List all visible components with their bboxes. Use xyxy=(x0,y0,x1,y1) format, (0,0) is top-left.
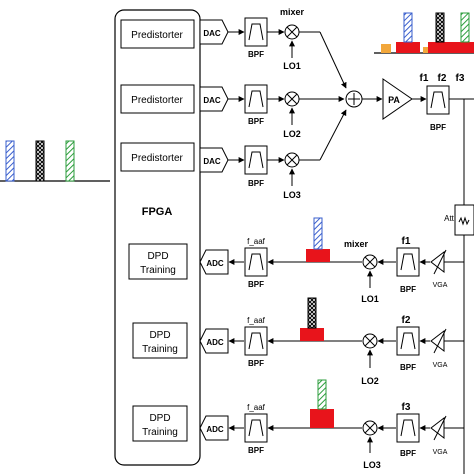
rx-chain-1: ADC f_aaf BPF mixer LO1 f1 BPF VGA xyxy=(199,217,464,304)
dac-label: DAC xyxy=(203,29,221,38)
dac-label: DAC xyxy=(203,96,221,105)
tx-chain-3: DAC BPF LO3 xyxy=(199,109,347,200)
input-spectrum xyxy=(0,140,110,182)
lo-label: LO2 xyxy=(361,376,379,386)
f1-label: f1 xyxy=(402,236,411,247)
adc-label: ADC xyxy=(206,425,224,434)
bpf-label: BPF xyxy=(248,117,264,126)
training-label: Training xyxy=(142,427,178,438)
dac-label: DAC xyxy=(203,157,221,166)
f-aaf-label: f_aaf xyxy=(247,237,266,246)
bpf-label: BPF xyxy=(400,449,416,458)
pa-label: PA xyxy=(388,95,400,105)
vga-label: VGA xyxy=(433,282,448,289)
bpf-label: BPF xyxy=(248,50,264,59)
dpd-training-3: DPD Training xyxy=(132,405,188,442)
dpd-training-2: DPD Training xyxy=(132,322,188,359)
output-bpf: BPF xyxy=(426,85,450,132)
bpf-label: BPF xyxy=(400,363,416,372)
predistorter-2: Predistorter xyxy=(120,84,195,114)
freq-f2-label: f2 xyxy=(438,73,447,84)
dpd-training-1: DPD Training xyxy=(128,243,188,280)
bpf-label: BPF xyxy=(248,359,264,368)
output-spectrum xyxy=(374,12,474,54)
tx-chain-2: DAC BPF LO2 xyxy=(199,84,345,139)
dpd-label: DPD xyxy=(149,330,170,341)
fpga-label: FPGA xyxy=(142,206,173,218)
lo-label: LO3 xyxy=(283,190,301,200)
mixer-label: mixer xyxy=(280,7,305,17)
freq-f3-label: f3 xyxy=(456,73,465,84)
bpf-label: BPF xyxy=(248,280,264,289)
predistorter-label: Predistorter xyxy=(131,95,183,106)
f-aaf-label: f_aaf xyxy=(247,316,266,325)
f2-label: f2 xyxy=(402,315,411,326)
bpf-label: BPF xyxy=(248,179,264,188)
mixer-label: mixer xyxy=(344,239,369,249)
power-amplifier: PA xyxy=(382,78,413,120)
training-label: Training xyxy=(142,344,178,355)
adc-label: ADC xyxy=(206,338,224,347)
freq-f1-label: f1 xyxy=(420,73,429,84)
bpf-label: BPF xyxy=(400,285,416,294)
vga-label: VGA xyxy=(433,362,448,369)
bpf-label: BPF xyxy=(430,123,446,132)
dpd-label: DPD xyxy=(147,251,168,262)
lo-label: LO3 xyxy=(363,460,381,470)
training-label: Training xyxy=(140,265,176,276)
predistorter-label: Predistorter xyxy=(131,30,183,41)
combiner xyxy=(345,90,363,108)
lo-label: LO2 xyxy=(283,129,301,139)
predistorter-label: Predistorter xyxy=(131,153,183,164)
f-aaf-label: f_aaf xyxy=(247,403,266,412)
f3-label: f3 xyxy=(402,402,411,413)
lo-label: LO1 xyxy=(361,294,379,304)
predistorter-3: Predistorter xyxy=(120,142,195,172)
vga-label: VGA xyxy=(433,449,448,456)
rx-chain-2: ADC f_aaf BPF LO2 f2 BPF VGA xyxy=(199,297,464,386)
tx-chain-1: DAC BPF mixer LO1 xyxy=(199,7,347,89)
fpga-block xyxy=(114,9,201,466)
attenuator: Att xyxy=(444,204,474,236)
rx-chain-3: ADC f_aaf BPF LO3 f3 BPF VGA xyxy=(199,379,464,470)
dpd-label: DPD xyxy=(149,413,170,424)
att-label: Att xyxy=(444,214,455,223)
predistorter-1: Predistorter xyxy=(120,19,195,49)
bpf-label: BPF xyxy=(248,446,264,455)
lo-label: LO1 xyxy=(283,61,301,71)
adc-label: ADC xyxy=(206,259,224,268)
